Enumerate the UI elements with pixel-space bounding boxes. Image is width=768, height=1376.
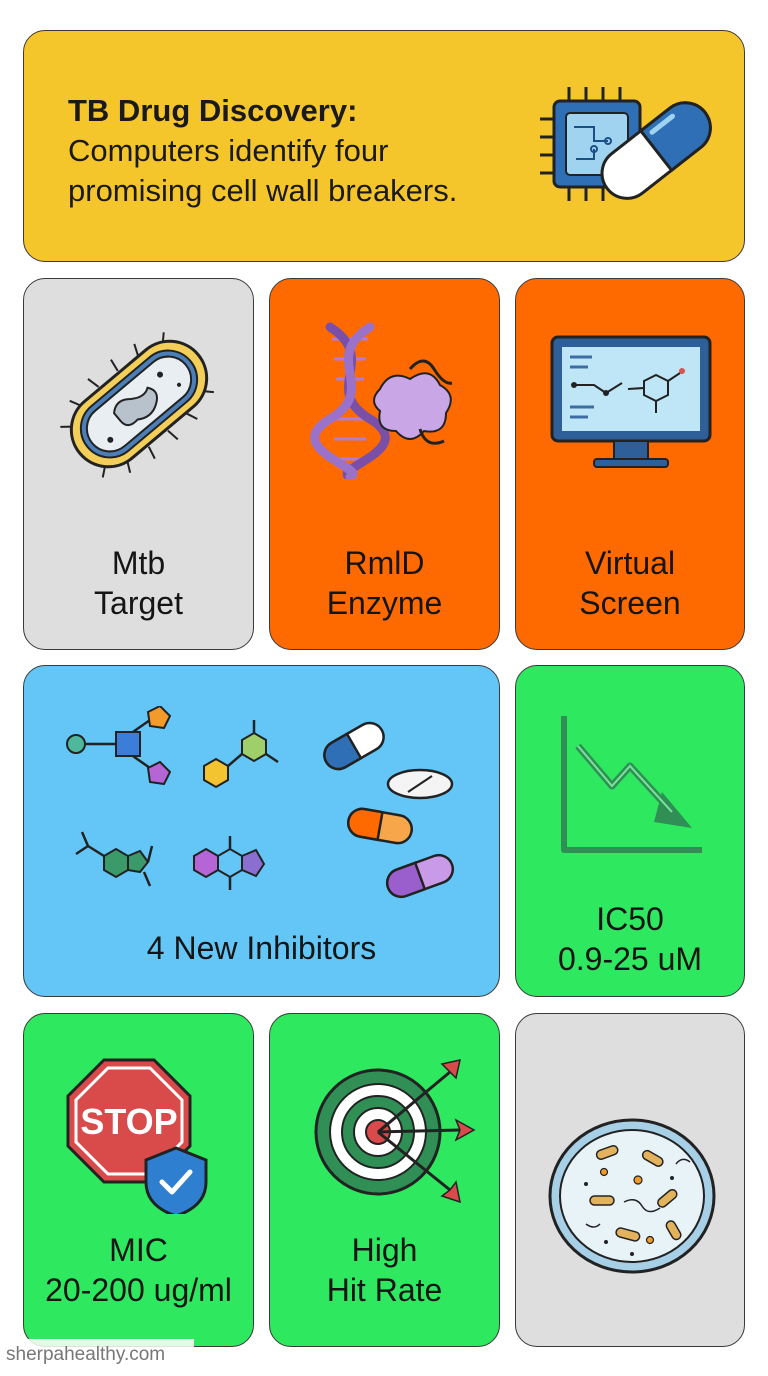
molecules-pills-icon bbox=[66, 706, 455, 899]
header-subtitle-line1: Computers identify four bbox=[68, 133, 389, 168]
mtb-label-line2: Target bbox=[94, 585, 183, 621]
rmld-label-line2: Enzyme bbox=[326, 585, 443, 621]
target-arrows-icon bbox=[314, 1059, 476, 1204]
inhibitors-label: 4 New Inhibitors bbox=[24, 928, 499, 968]
bacterium-icon bbox=[60, 332, 214, 478]
rmld-label-line1: RmlD bbox=[344, 545, 425, 581]
chip-pill-icon bbox=[540, 87, 712, 201]
stop-shield-icon: STOP bbox=[66, 1058, 208, 1214]
tile-mic: STOP MIC 20-200 ug/ml bbox=[23, 1013, 254, 1347]
ic50-label-line1: IC50 bbox=[596, 901, 664, 937]
hit-label-line2: Hit Rate bbox=[326, 1272, 443, 1308]
watermark: sherpahealthy.com bbox=[0, 1339, 194, 1371]
screen-label-line2: Screen bbox=[579, 585, 681, 621]
downtrend-chart-icon bbox=[561, 716, 702, 853]
mtb-label: Mtb Target bbox=[24, 543, 253, 623]
header-title: TB Drug Discovery: Computers identify fo… bbox=[68, 91, 457, 211]
stop-sign-text: STOP bbox=[80, 1101, 177, 1142]
screen-label: Virtual Screen bbox=[516, 543, 744, 623]
hit-label-line1: High bbox=[351, 1232, 418, 1268]
mic-label: MIC 20-200 ug/ml bbox=[24, 1230, 253, 1310]
header-banner: TB Drug Discovery: Computers identify fo… bbox=[23, 30, 745, 262]
mic-label-line2: 20-200 ug/ml bbox=[45, 1272, 232, 1308]
tile-ic50: IC50 0.9-25 uM bbox=[515, 665, 745, 997]
tile-rmld-enzyme: RmlD Enzyme bbox=[269, 278, 500, 650]
dna-protein-icon bbox=[310, 322, 453, 479]
tile-petri-dish bbox=[515, 1013, 745, 1347]
tile-hit-rate: High Hit Rate bbox=[269, 1013, 500, 1347]
header-title-bold: TB Drug Discovery: bbox=[68, 93, 358, 128]
monitor-molecule-icon bbox=[550, 335, 712, 468]
tile-virtual-screen: Virtual Screen bbox=[515, 278, 745, 650]
rmld-label: RmlD Enzyme bbox=[270, 543, 499, 623]
ic50-label: IC50 0.9-25 uM bbox=[516, 899, 744, 979]
petri-dish-icon bbox=[548, 1118, 716, 1274]
tile-new-inhibitors: 4 New Inhibitors bbox=[23, 665, 500, 997]
header-subtitle-line2: promising cell wall breakers. bbox=[68, 173, 458, 208]
mtb-label-line1: Mtb bbox=[111, 545, 166, 581]
tile-mtb-target: Mtb Target bbox=[23, 278, 254, 650]
ic50-label-line2: 0.9-25 uM bbox=[557, 941, 703, 977]
screen-label-line1: Virtual bbox=[584, 545, 676, 581]
hit-label: High Hit Rate bbox=[270, 1230, 499, 1310]
inhibitors-label-line1: 4 New Inhibitors bbox=[146, 930, 377, 966]
mic-label-line1: MIC bbox=[109, 1232, 168, 1268]
